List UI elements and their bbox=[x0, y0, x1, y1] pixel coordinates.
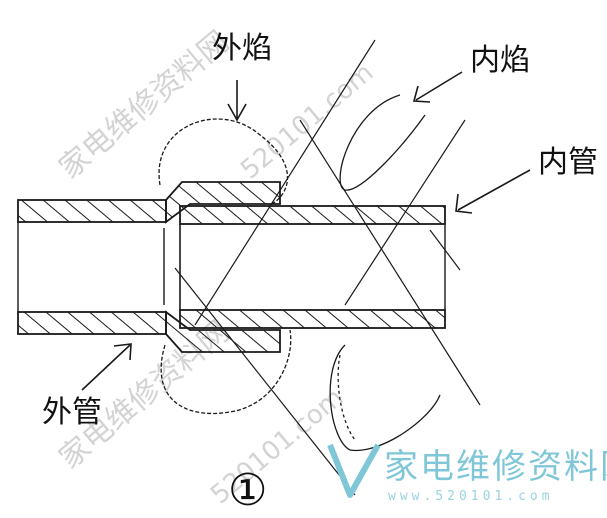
outer-tube bbox=[17, 181, 281, 353]
watermark-text-upper: 家电维修资料网 bbox=[53, 24, 236, 186]
brand-text: 家电维修资料网 bbox=[384, 447, 607, 487]
inner-flame-shapes bbox=[329, 94, 441, 452]
outer-tube-top-wall bbox=[17, 199, 167, 223]
label-outer-flame: 外焰 bbox=[212, 31, 272, 66]
brand-url: www.520101.com bbox=[388, 489, 554, 504]
label-inner-tube: 内管 bbox=[538, 145, 598, 180]
inner-tube-top-wall bbox=[179, 205, 446, 225]
label-arrows bbox=[81, 71, 531, 391]
label-inner-flame: 内焰 bbox=[470, 43, 530, 78]
watermark-domain-upper: 520101.com bbox=[235, 58, 379, 186]
outer-tube-bottom-wall bbox=[17, 311, 167, 335]
inner-tube-bottom-wall bbox=[179, 309, 446, 329]
label-outer-tube: 外管 bbox=[42, 395, 102, 430]
outer-tube-flare-bottom bbox=[165, 310, 281, 353]
brand-logo: 家电维修资料网 www.520101.com bbox=[327, 443, 607, 504]
outer-tube-flare-top bbox=[165, 181, 281, 224]
figure-number: ① bbox=[228, 465, 267, 516]
background-watermark: 家电维修资料网 520101.com 家电维修资料网 520101.com bbox=[53, 24, 380, 510]
brand-v-icon bbox=[327, 443, 381, 498]
inner-tube bbox=[163, 205, 446, 329]
outer-flame-shape bbox=[158, 118, 292, 414]
